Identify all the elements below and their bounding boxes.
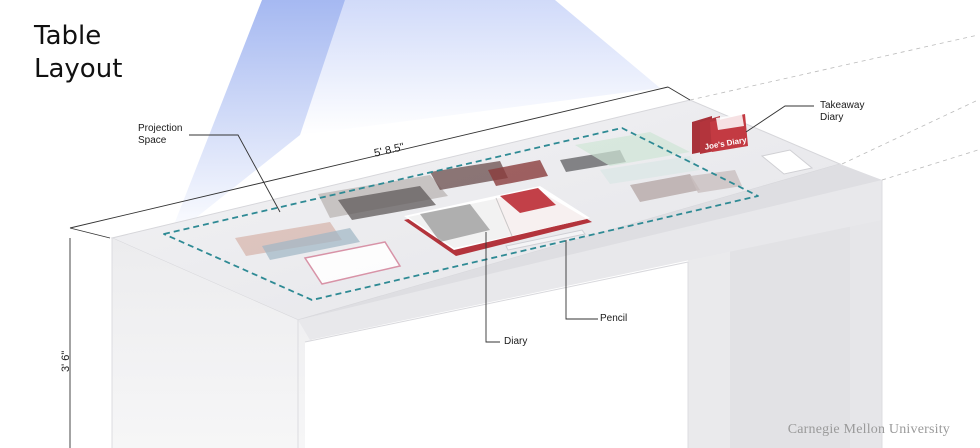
length-dimension-line — [69, 86, 669, 229]
leader-lines — [189, 105, 814, 343]
height-dimension: 3' 6" — [60, 350, 72, 372]
brand-wordmark: Carnegie Mellon University — [787, 422, 950, 437]
extension-guides — [689, 34, 979, 181]
table — [110, 99, 883, 448]
page-title: Table Layout — [34, 20, 122, 86]
takeaway-leader — [745, 105, 814, 133]
diary-object — [404, 186, 592, 256]
pencil-object — [505, 229, 586, 251]
projection-space-boundary — [163, 127, 759, 301]
title-line-2: Layout — [34, 54, 123, 84]
pencil-leader — [565, 240, 598, 320]
projection-label-line-2: Space — [138, 135, 167, 146]
diary-label: Diary — [504, 336, 528, 347]
dimension-lines — [69, 86, 691, 448]
takeaway-diary-label: Takeaway Diary — [820, 100, 864, 124]
pencil-label: Pencil — [600, 313, 628, 324]
takeaway-diary-stack: Joe's Diary — [692, 114, 748, 154]
title-line-1: Table — [34, 21, 102, 51]
projection-label-line-1: Projection — [138, 123, 183, 134]
projected-content — [235, 132, 742, 285]
projection-leader — [189, 134, 281, 213]
takeaway-label-line-2: Diary — [820, 112, 844, 123]
projection-space-label: Projection Space — [138, 123, 182, 147]
projector-beam — [168, 0, 660, 240]
diary-leader — [485, 232, 500, 343]
takeaway-label-line-1: Takeaway — [820, 100, 865, 111]
